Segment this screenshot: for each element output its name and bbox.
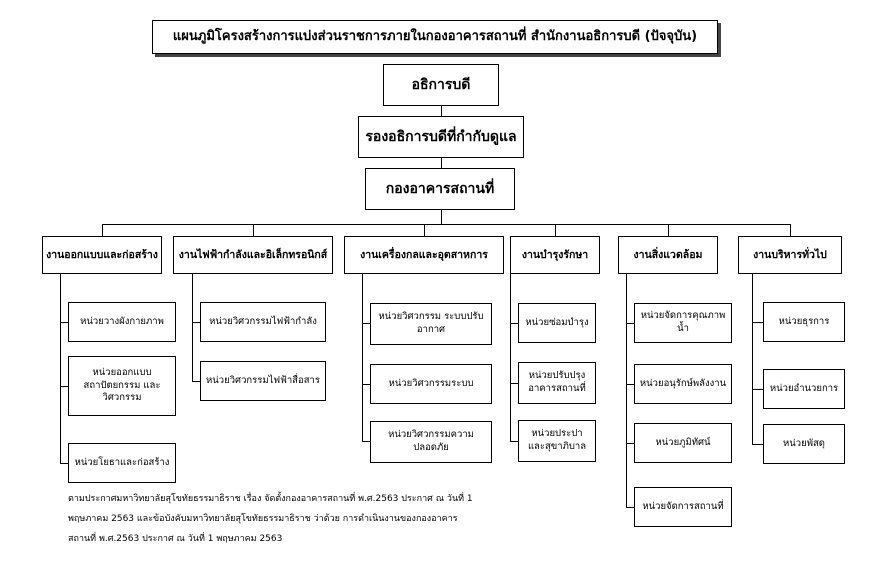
footnote-line-2: พฤษภาคม 2563 และข้อบังคับมหาวิทยาลัยสุโข… — [68, 514, 458, 524]
department-bus — [102, 224, 790, 225]
connector-vice-division — [441, 158, 442, 168]
unit-link-4-3 — [626, 507, 634, 508]
unit-box-2-2: หน่วยวิศวกรรมความ ปลอดภัย — [370, 421, 492, 463]
unit-link-5-0 — [752, 322, 763, 323]
unit-link-1-0 — [192, 322, 200, 323]
vice-president-box: รองอธิการบดีที่กำกับดูแล — [358, 116, 524, 158]
unit-link-4-1 — [626, 384, 634, 385]
unit-trunk-4 — [626, 274, 627, 508]
connector-dept-1 — [253, 224, 254, 236]
unit-trunk-2 — [362, 274, 363, 442]
unit-trunk-0 — [60, 274, 61, 464]
unit-box-4-2: หน่วยภูมิทัศน์ — [634, 423, 732, 463]
unit-link-2-0 — [362, 323, 370, 324]
unit-link-3-2 — [510, 441, 518, 442]
unit-link-4-2 — [626, 443, 634, 444]
unit-box-2-1: หน่วยวิศวกรรมระบบ — [370, 364, 492, 404]
footnote-line-3: สถานที่ พ.ศ.2563 ประกาศ ณ วันที่ 1 พฤษภา… — [68, 534, 283, 544]
unit-box-1-1: หน่วยวิศวกรรมไฟฟ้าสื่อสาร — [200, 361, 326, 401]
unit-box-3-1: หน่วยปรับปรุง อาคารสถานที่ — [518, 362, 596, 404]
department-box-4: งานสิ่งแวดล้อม — [618, 236, 718, 274]
unit-trunk-1 — [192, 274, 193, 382]
unit-box-0-1: หน่วยออกแบบ สถาปัตยกรรม และวิศวกรรม — [68, 356, 176, 416]
unit-link-2-1 — [362, 384, 370, 385]
connector-dept-2 — [424, 224, 425, 236]
connector-dept-3 — [555, 224, 556, 236]
unit-link-4-0 — [626, 323, 634, 324]
unit-link-0-1 — [60, 386, 68, 387]
connector-dept-0 — [102, 224, 103, 236]
unit-trunk-3 — [510, 274, 511, 442]
department-box-5: งานบริหารทั่วไป — [738, 236, 842, 274]
connector-division-bus — [441, 210, 442, 224]
connector-president-vice — [441, 106, 442, 116]
unit-link-3-0 — [510, 323, 518, 324]
unit-box-4-3: หน่วยจัดการสถานที่ — [634, 487, 732, 527]
unit-link-3-1 — [510, 383, 518, 384]
department-box-0: งานออกแบบและก่อสร้าง — [42, 236, 162, 274]
unit-box-4-0: หน่วยจัดการคุณภาพน้ำ — [634, 303, 732, 343]
connector-dept-4 — [668, 224, 669, 236]
unit-box-5-2: หน่วยพัสดุ — [763, 424, 845, 464]
unit-box-5-0: หน่วยธุรการ — [763, 302, 845, 342]
unit-link-1-1 — [192, 381, 200, 382]
unit-link-2-2 — [362, 441, 370, 442]
unit-box-0-0: หน่วยวางผังกายภาพ — [68, 302, 176, 342]
president-box: อธิการบดี — [383, 64, 499, 106]
connector-dept-5 — [790, 224, 791, 236]
unit-box-3-0: หน่วยซ่อมบำรุง — [518, 303, 596, 343]
footnote: ตามประกาศมหาวิทยาลัยสุโขทัยธรรมาธิราช เร… — [68, 489, 478, 549]
unit-box-1-0: หน่วยวิศวกรรมไฟฟ้ากำลัง — [200, 302, 326, 342]
unit-link-5-1 — [752, 389, 763, 390]
unit-box-5-1: หน่วยอำนวยการ — [763, 369, 845, 409]
unit-link-0-2 — [60, 463, 68, 464]
unit-box-0-2: หน่วยโยธาและก่อสร้าง — [68, 443, 176, 483]
unit-trunk-5 — [752, 274, 753, 445]
division-box: กองอาคารสถานที่ — [365, 168, 515, 210]
department-box-1: งานไฟฟ้ากำลังและอิเล็กทรอนิกส์ — [173, 236, 333, 274]
unit-box-4-1: หน่วยอนุรักษ์พลังงาน — [634, 364, 732, 404]
unit-link-5-2 — [752, 444, 763, 445]
unit-box-3-2: หน่วยประปา และสุขาภิบาล — [518, 420, 596, 462]
department-box-2: งานเครื่องกลและอุตสาหการ — [344, 236, 504, 274]
unit-box-2-0: หน่วยวิศวกรรม ระบบปรับอากาศ — [370, 303, 492, 345]
department-box-3: งานบำรุงรักษา — [510, 236, 600, 274]
footnote-line-1: ตามประกาศมหาวิทยาลัยสุโขทัยธรรมาธิราช เร… — [68, 494, 473, 504]
chart-title: แผนภูมิโครงสร้างการแบ่งส่วนราชการภายในกอ… — [152, 20, 718, 54]
unit-link-0-0 — [60, 322, 68, 323]
